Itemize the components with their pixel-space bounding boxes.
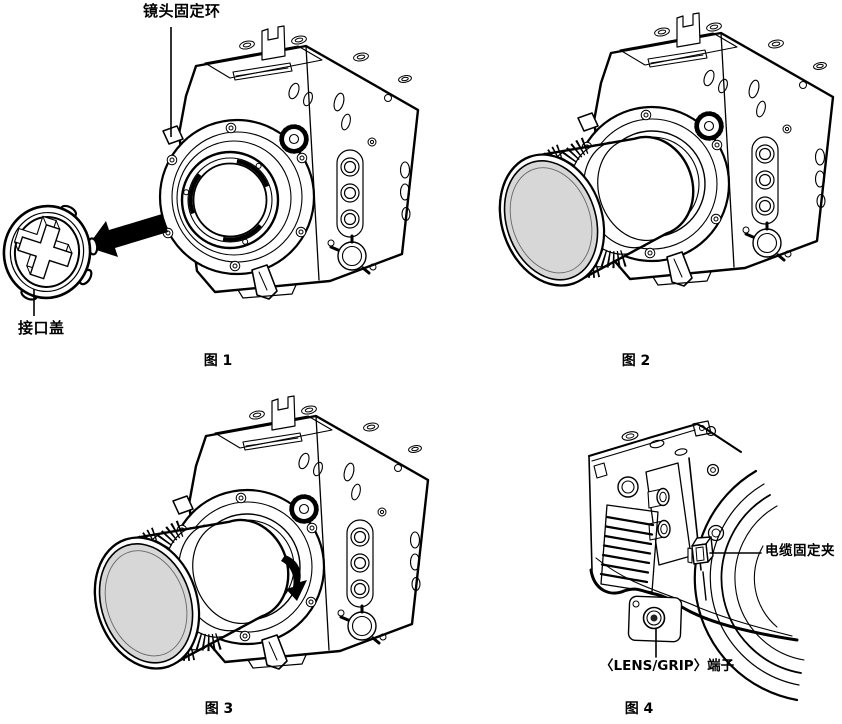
- cable-clamp-drawing: [687, 536, 714, 565]
- figure2-caption: 图 2: [621, 353, 651, 369]
- rotate-direction-arrow: [281, 555, 307, 601]
- figure2-illustration: [483, 13, 833, 300]
- figure4-illustration: [588, 420, 805, 702]
- lens-grip-terminal-drawing: [627, 595, 683, 643]
- figure1-caption: 图 1: [203, 353, 233, 369]
- open-lens-mount: [176, 140, 292, 256]
- label-lens-fixing-ring: 镜头固定环: [143, 2, 221, 20]
- mount-cap-drawing: [2, 204, 99, 301]
- remove-direction-arrow: [87, 214, 168, 257]
- mount-arcs: [693, 469, 805, 702]
- figure4-caption: 图 4: [624, 701, 654, 717]
- cable-line: [589, 568, 799, 642]
- figure1-illustration: [2, 26, 418, 316]
- vent-grille: [599, 504, 659, 593]
- camera-rear-quarter-view: [588, 420, 805, 702]
- label-mount-cap: 接口盖: [18, 319, 65, 337]
- figure3-caption: 图 3: [204, 701, 234, 717]
- label-cable-clamp: 电缆固定夹: [765, 543, 835, 559]
- figure3-illustration: [78, 396, 428, 683]
- label-lens-grip-terminal: 〈LENS/GRIP〉端子: [600, 658, 735, 674]
